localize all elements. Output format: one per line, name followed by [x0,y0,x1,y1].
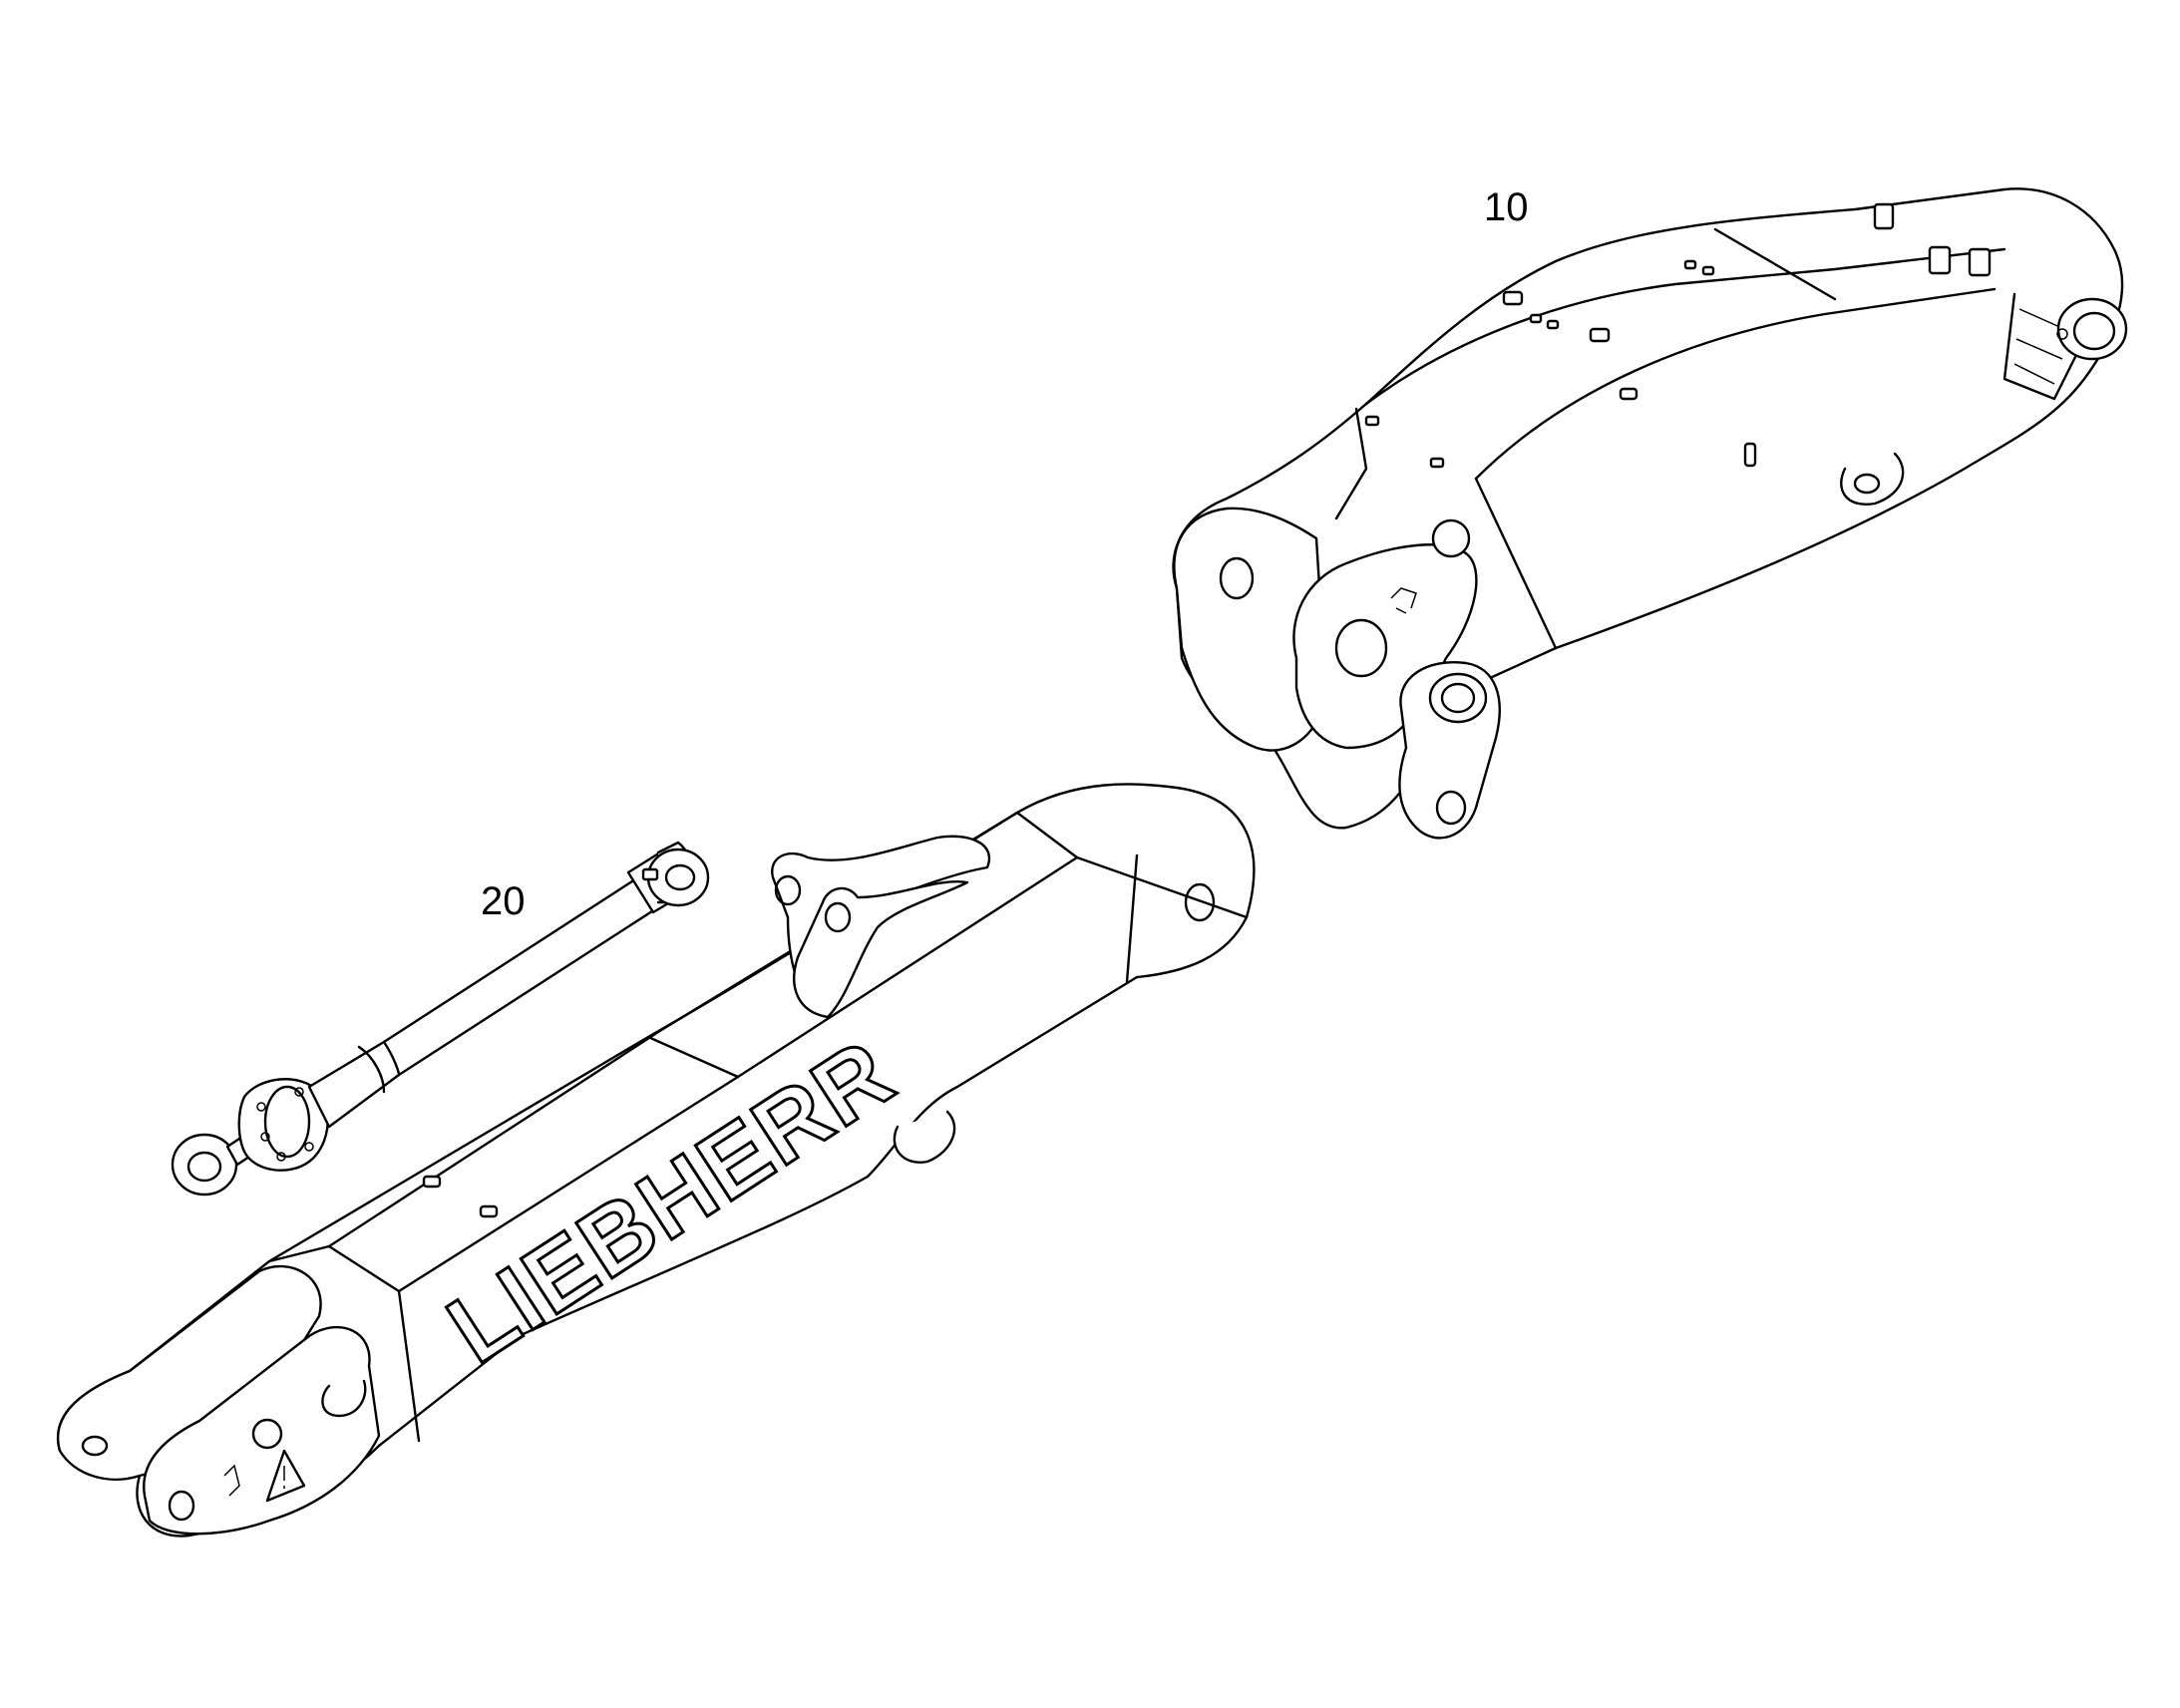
boom-part-10 [1172,187,2128,840]
hydraulic-cylinder-part-20 [171,841,710,1196]
callout-part-20: 20 [481,879,526,923]
callout-part-10: 10 [1484,185,1529,229]
